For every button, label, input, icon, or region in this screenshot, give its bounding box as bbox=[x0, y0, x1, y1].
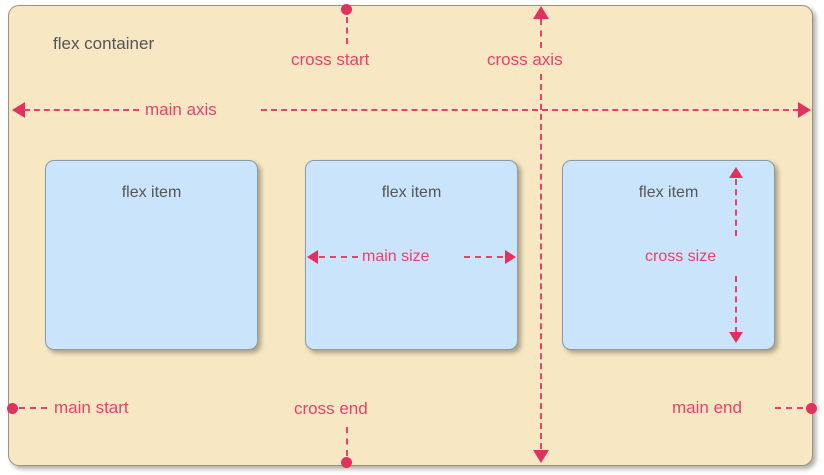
main-end-dot-icon bbox=[806, 403, 817, 414]
cross-end-dot-icon bbox=[341, 457, 352, 468]
main-start-dot-icon bbox=[7, 403, 18, 414]
cross-size-end-arrow-icon bbox=[729, 332, 743, 343]
cross-size-label: cross size bbox=[645, 248, 717, 265]
cross-axis-line-top bbox=[540, 19, 542, 48]
cross-size-line-bottom bbox=[735, 276, 737, 333]
main-size-line-left bbox=[319, 256, 358, 258]
cross-start-dot-icon bbox=[341, 4, 352, 15]
cross-axis-start-arrow-icon bbox=[533, 6, 549, 19]
cross-start-line bbox=[346, 17, 348, 44]
main-axis-line-left bbox=[24, 109, 139, 111]
main-axis-line-right bbox=[261, 109, 809, 111]
flex-item-3: flex item bbox=[562, 160, 775, 350]
flex-item-2: flex item bbox=[305, 160, 518, 350]
main-end-line bbox=[775, 407, 803, 409]
main-size-end-arrow-icon bbox=[505, 250, 516, 264]
cross-axis-line-bottom bbox=[540, 74, 542, 449]
flex-item-3-label: flex item bbox=[638, 184, 699, 201]
main-size-start-arrow-icon bbox=[307, 250, 318, 264]
flex-container-label: flex container bbox=[53, 34, 155, 53]
main-start-line bbox=[19, 407, 47, 409]
flex-item-1-label: flex item bbox=[121, 184, 182, 201]
main-size-line-right bbox=[464, 256, 503, 258]
main-end-label: main end bbox=[672, 398, 742, 417]
cross-axis-label: cross axis bbox=[487, 50, 563, 69]
flex-item-2-label: flex item bbox=[381, 184, 442, 201]
cross-axis-end-arrow-icon bbox=[533, 450, 549, 463]
main-axis-end-arrow-icon bbox=[798, 102, 811, 118]
main-size-label: main size bbox=[362, 248, 430, 265]
cross-end-line bbox=[346, 427, 348, 456]
cross-size-start-arrow-icon bbox=[729, 167, 743, 178]
cross-start-label: cross start bbox=[291, 50, 370, 69]
main-axis-start-arrow-icon bbox=[12, 102, 25, 118]
main-start-label: main start bbox=[54, 398, 129, 417]
cross-end-label: cross end bbox=[294, 399, 368, 418]
flex-item-1: flex item bbox=[45, 160, 258, 350]
cross-size-line-top bbox=[735, 179, 737, 236]
main-axis-label: main axis bbox=[145, 100, 217, 119]
